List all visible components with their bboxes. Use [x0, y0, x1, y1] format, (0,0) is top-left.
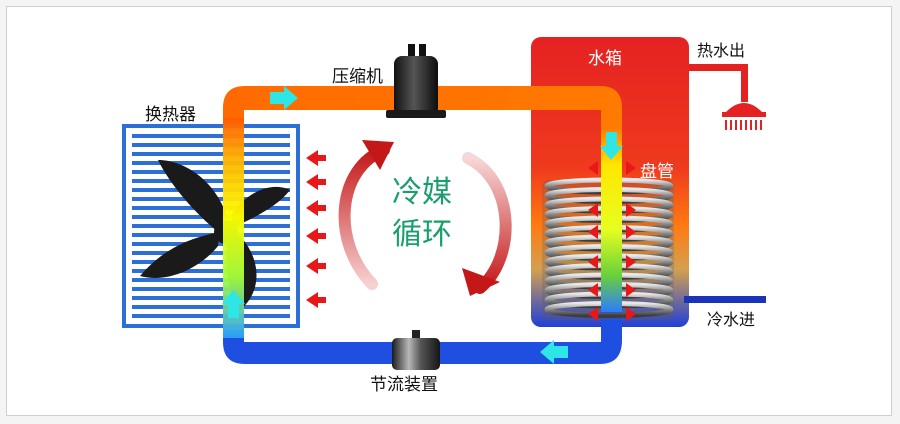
exchanger-fin [132, 314, 290, 318]
label-expansion-device: 节流装置 [370, 375, 438, 395]
left-pipe [223, 118, 244, 338]
exchanger-fin [132, 161, 290, 165]
heat-release-arrows [306, 150, 326, 308]
shower-head-icon [726, 103, 762, 112]
flow-arrows [222, 86, 623, 364]
exchanger-fin [132, 269, 290, 273]
heat-arrow-left [588, 161, 598, 175]
cold-water-inlet-pipe [684, 296, 766, 303]
heat-arrow-right [626, 225, 636, 239]
exchanger-fin [132, 287, 290, 291]
exchanger-fin [132, 260, 290, 264]
heat-arrow-left [588, 203, 598, 217]
compressor-icon [386, 44, 446, 118]
hot-water-outlet [689, 64, 766, 130]
exchanger-fin [132, 143, 290, 147]
heat-arrow-left [306, 150, 326, 166]
label-water-tank: 水箱 [588, 49, 622, 69]
label-hot-water-out: 热水出 [697, 41, 745, 60]
heat-arrow-right [626, 161, 636, 175]
heat-arrow-left [306, 174, 326, 190]
flow-arrow-down [600, 132, 623, 160]
exchanger-fin [132, 278, 290, 282]
flow-arrow-left [540, 340, 568, 364]
label-compressor: 压缩机 [332, 67, 383, 87]
exchanger-fin [132, 296, 290, 300]
exchanger-fin [132, 179, 290, 183]
heat-arrow-left [306, 292, 326, 308]
exchanger-fin [132, 170, 290, 174]
heat-arrow-right [626, 283, 636, 297]
label-cold-water-in: 冷水进 [707, 310, 755, 329]
exchanger-fin [132, 152, 290, 156]
flow-arrow-right [270, 86, 298, 110]
label-cycle: 循环 [392, 217, 452, 252]
heat-arrow-left [588, 283, 598, 297]
cycle-arrows [338, 140, 512, 296]
heat-arrow-left [306, 200, 326, 216]
heat-arrow-left [588, 255, 598, 269]
heat-arrow-right [626, 255, 636, 269]
label-coil: 盘管 [640, 162, 674, 182]
label-heat-exchanger: 换热器 [145, 105, 196, 125]
coil-pipe [601, 128, 622, 312]
heat-arrow-left [588, 225, 598, 239]
heat-arrow-left [306, 258, 326, 274]
expansion-valve-icon [392, 330, 440, 370]
flow-arrow-up [222, 290, 245, 318]
label-refrigerant: 冷媒 [392, 175, 452, 210]
exchanger-fin [132, 134, 290, 138]
coil-heat-arrows [588, 161, 636, 321]
heat-arrow-left [588, 307, 598, 321]
heat-arrow-right [626, 307, 636, 321]
exchanger-fin [132, 305, 290, 309]
heat-exchanger [122, 124, 300, 328]
heat-arrow-right [626, 203, 636, 217]
heat-arrow-left [306, 228, 326, 244]
